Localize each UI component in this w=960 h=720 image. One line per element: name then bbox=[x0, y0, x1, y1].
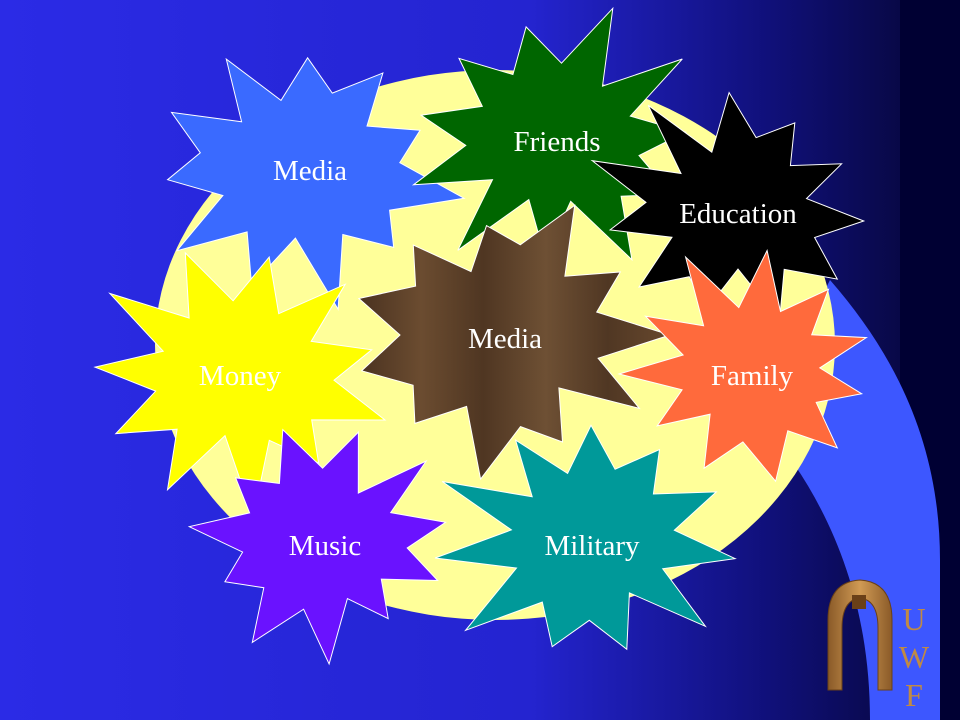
burst-label-media-top: Media bbox=[273, 155, 347, 187]
starburst-shape bbox=[434, 424, 737, 651]
burst-label-media-center: Media bbox=[468, 323, 542, 355]
burst-label-music: Music bbox=[289, 530, 362, 562]
burst-friends: Friends bbox=[411, 6, 687, 262]
burst-media-top: Media bbox=[166, 56, 466, 311]
burst-money: Money bbox=[93, 251, 387, 520]
burst-education: Education bbox=[590, 91, 866, 323]
uwf-logo: U W F bbox=[827, 579, 930, 713]
burst-label-family: Family bbox=[711, 360, 794, 392]
burst-label-friends: Friends bbox=[514, 126, 601, 158]
arch-icon bbox=[827, 579, 893, 691]
burst-family: Family bbox=[617, 249, 868, 483]
logo-letter-u: U bbox=[902, 601, 925, 637]
starburst-shape bbox=[617, 249, 868, 483]
logo-letter-w: W bbox=[899, 639, 930, 675]
burst-label-military: Military bbox=[544, 530, 640, 562]
burst-media-center: Media bbox=[357, 204, 672, 481]
burst-label-money: Money bbox=[199, 360, 282, 392]
starburst-shape bbox=[590, 91, 866, 323]
burst-military: Military bbox=[434, 424, 737, 651]
burst-music: Music bbox=[187, 428, 447, 666]
starburst-shape bbox=[187, 428, 447, 666]
starburst-shape bbox=[166, 56, 466, 311]
starburst-shape bbox=[357, 204, 672, 481]
burst-label-education: Education bbox=[679, 198, 797, 230]
logo-letter-f: F bbox=[905, 677, 923, 713]
